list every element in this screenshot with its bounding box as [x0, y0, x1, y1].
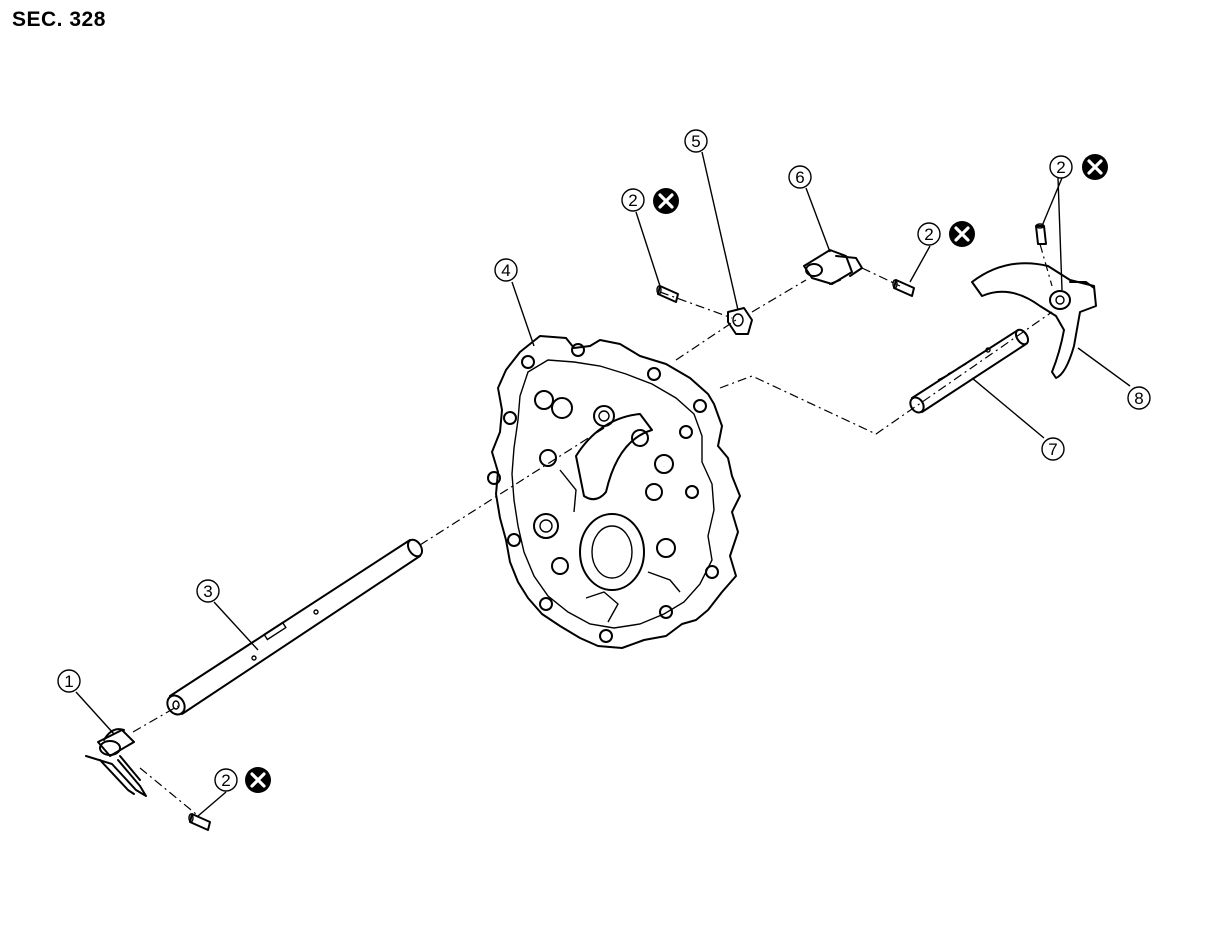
callout-3: 3 — [196, 579, 220, 603]
roll-pin-4 — [188, 813, 211, 831]
svg-text:2: 2 — [221, 771, 230, 790]
cross-circle-icon — [949, 221, 975, 247]
svg-text:1: 1 — [64, 672, 73, 691]
callout-6: 6 — [788, 165, 812, 189]
svg-text:2: 2 — [924, 225, 933, 244]
svg-text:7: 7 — [1048, 440, 1057, 459]
callout-5: 5 — [684, 129, 708, 153]
part-1-bracket — [85, 728, 147, 797]
callout-2-pin-top-right: 2 — [1049, 154, 1108, 180]
svg-text:6: 6 — [795, 168, 804, 187]
part-6-bracket — [803, 249, 863, 285]
roll-pin-1 — [656, 285, 679, 303]
svg-text:3: 3 — [203, 582, 212, 601]
roll-pin-3 — [1035, 223, 1047, 245]
section-label: SEC. 328 — [12, 8, 106, 31]
svg-text:8: 8 — [1134, 389, 1143, 408]
svg-text:2: 2 — [628, 191, 637, 210]
callout-7: 7 — [1041, 437, 1065, 461]
center-lines — [132, 243, 1053, 815]
cross-circle-icon — [653, 188, 679, 214]
callout-2-pin-bottom: 2 — [214, 767, 271, 793]
callout-2-pin-top-left: 2 — [621, 188, 679, 214]
part-2-roll-pins — [188, 223, 1047, 831]
callout-8: 8 — [1127, 386, 1151, 410]
cross-circle-icon — [245, 767, 271, 793]
callout-1: 1 — [57, 669, 81, 693]
svg-text:2: 2 — [1056, 158, 1065, 177]
housing-bolt-bosses — [487, 343, 719, 643]
leader-lines — [75, 151, 1131, 817]
part-5-collar — [727, 307, 753, 335]
part-3-shift-rod — [166, 538, 424, 716]
svg-text:5: 5 — [691, 132, 700, 151]
part-4-housing — [487, 335, 741, 649]
cross-circle-icon — [1082, 154, 1108, 180]
roll-pin-2 — [892, 279, 915, 297]
part-8-shift-fork — [971, 262, 1097, 379]
svg-text:4: 4 — [501, 261, 510, 280]
callout-4: 4 — [494, 258, 518, 282]
callout-2-pin-middle: 2 — [917, 221, 975, 247]
part-7-shift-rod — [909, 328, 1030, 414]
